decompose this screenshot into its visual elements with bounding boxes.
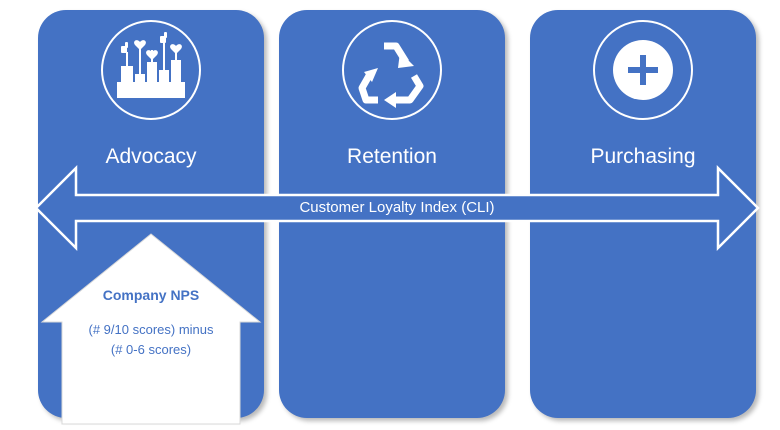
company-nps-title: Company NPS bbox=[102, 287, 200, 303]
likes-hearts-chart-icon bbox=[101, 20, 201, 120]
purchasing-title: Purchasing bbox=[590, 145, 696, 168]
retention-title: Retention bbox=[347, 145, 437, 168]
nps-formula-line-2: (# 0-6 scores) bbox=[110, 342, 192, 357]
advocacy-title: Advocacy bbox=[105, 145, 197, 168]
recycle-arrows-icon bbox=[342, 20, 442, 120]
plus-circle-icon bbox=[593, 20, 693, 120]
cli-label: Customer Loyalty Index (CLI) bbox=[299, 199, 495, 216]
nps-formula-line-1: (# 9/10 scores) minus bbox=[88, 322, 214, 337]
